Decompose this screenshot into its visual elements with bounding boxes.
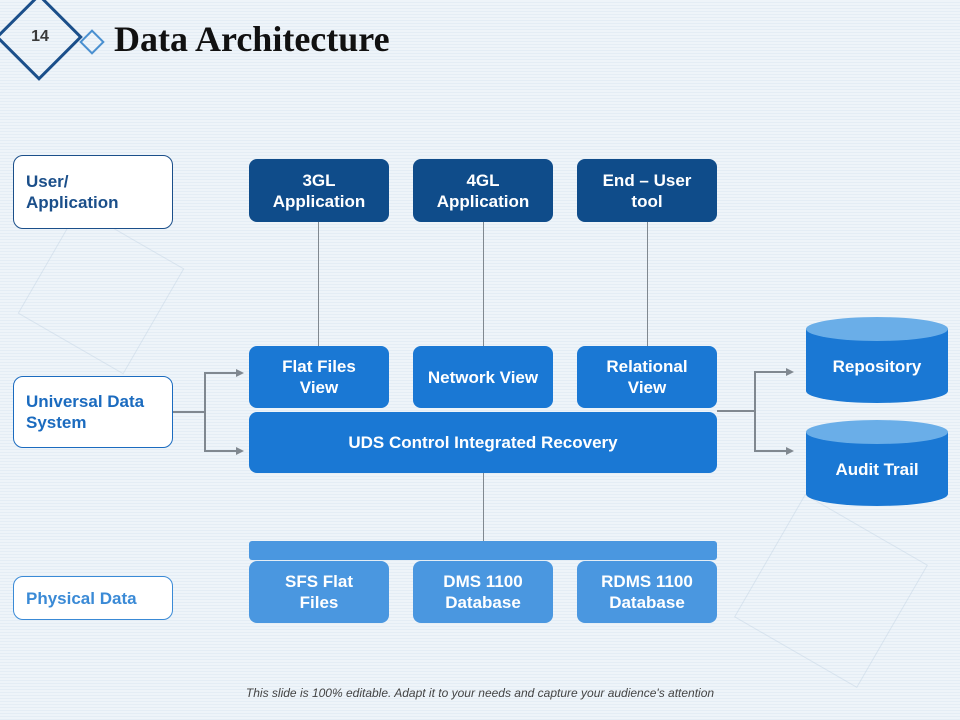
box-label: UDS Control Integrated Recovery: [348, 433, 618, 452]
cylinder-label: Audit Trail: [835, 460, 919, 479]
arrow-right-icon: [786, 368, 794, 376]
box-dms-1100-database: DMS 1100 Database: [413, 561, 553, 623]
connector-line: [173, 411, 205, 413]
layer-label-physical-data: Physical Data: [13, 576, 173, 620]
database-cylinder-repository: Repository: [806, 317, 948, 403]
box-label: 3GL Application: [272, 170, 366, 211]
box-label: Network View: [427, 367, 539, 387]
layer-label-user-application: User/ Application: [13, 155, 173, 229]
box-network-view: Network View: [413, 346, 553, 408]
connector-line: [754, 450, 786, 452]
connector-line: [204, 450, 236, 452]
layer-label-text: Physical Data: [26, 588, 137, 608]
box-flat-files-view: Flat Files View: [249, 346, 389, 408]
connector-line: [717, 410, 755, 412]
connector-line: [483, 222, 484, 346]
layer-label-text: Universal Data System: [26, 392, 145, 432]
background-hexagon: [734, 494, 928, 688]
cylinder-top: [806, 420, 948, 444]
slide-number: 14: [31, 28, 49, 45]
background-hexagon: [17, 207, 185, 375]
box-uds-control: UDS Control Integrated Recovery: [249, 412, 717, 473]
box-label: Relational View: [606, 357, 688, 397]
box-rdms-1100-database: RDMS 1100 Database: [577, 561, 717, 623]
connector-line: [647, 222, 648, 346]
arrow-right-icon: [236, 447, 244, 455]
box-end-user-tool: End – User tool: [577, 159, 717, 222]
connector-line: [754, 371, 786, 373]
connector-line: [754, 371, 756, 452]
cylinder-top: [806, 317, 948, 341]
database-cylinder-audit-trail: Audit Trail: [806, 420, 948, 506]
layer-label-universal-data-system: Universal Data System: [13, 376, 173, 448]
connector-line: [483, 473, 484, 541]
connector-line: [204, 372, 236, 374]
page-title: Data Architecture: [114, 19, 390, 59]
connector-line: [204, 372, 206, 452]
layer-label-text: User/ Application: [26, 172, 119, 212]
box-4gl-application: 4GL Application: [413, 159, 553, 222]
footer-note: This slide is 100% editable. Adapt it to…: [245, 686, 715, 700]
box-3gl-application: 3GL Application: [249, 159, 389, 222]
box-label: RDMS 1100 Database: [601, 572, 693, 612]
connector-line: [318, 222, 319, 346]
box-sfs-flat-files: SFS Flat Files: [249, 561, 389, 623]
box-relational-view: Relational View: [577, 346, 717, 408]
box-label: End – User tool: [602, 170, 692, 211]
cylinder-label: Repository: [832, 357, 922, 376]
arrow-right-icon: [236, 369, 244, 377]
box-label: SFS Flat Files: [284, 572, 353, 612]
diamond-icon: [79, 29, 105, 55]
box-label: DMS 1100 Database: [443, 572, 523, 612]
box-label: Flat Files View: [282, 357, 356, 397]
arrow-right-icon: [786, 447, 794, 455]
box-label: 4GL Application: [436, 170, 530, 211]
physical-data-bar: [249, 541, 717, 560]
